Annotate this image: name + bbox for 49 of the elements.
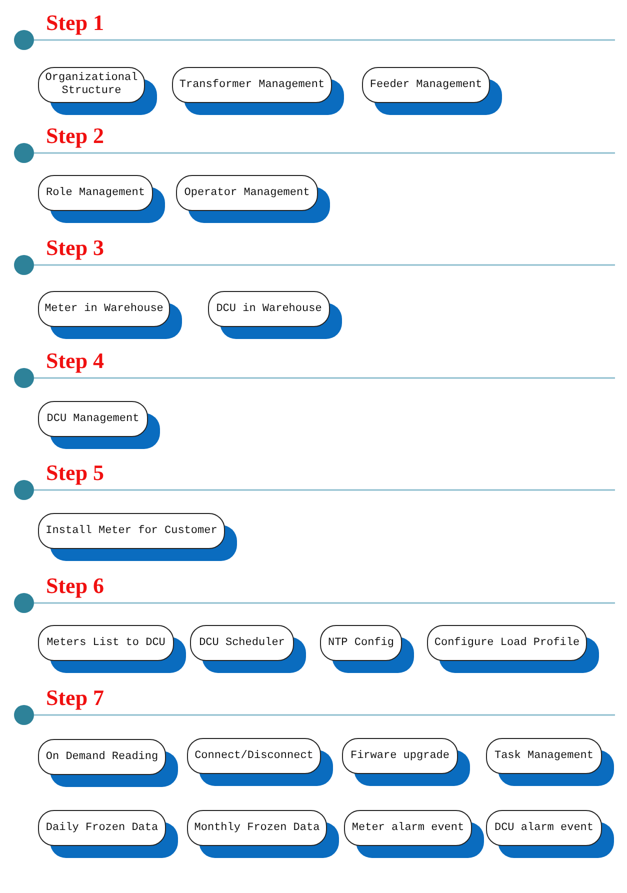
box-label: DCU alarm event bbox=[494, 822, 594, 834]
step-heading: Step 7 bbox=[46, 685, 104, 711]
box-label: Feeder Management bbox=[370, 78, 482, 92]
process-box bbox=[320, 625, 414, 673]
process-box bbox=[38, 810, 178, 858]
box-label: Install Meter for Customer bbox=[46, 524, 218, 538]
box-label: Meter alarm event bbox=[352, 822, 464, 834]
process-box bbox=[190, 625, 306, 673]
box-label: DCU Scheduler bbox=[199, 636, 285, 650]
step-heading: Step 2 bbox=[46, 123, 104, 149]
process-box bbox=[38, 175, 165, 223]
box-label: DCU Management bbox=[46, 412, 140, 426]
process-box bbox=[344, 810, 484, 858]
step-heading: Step 1 bbox=[46, 10, 104, 36]
box-label: Configure Load Profile bbox=[434, 636, 580, 650]
box-label: Organizational Structure bbox=[44, 72, 139, 98]
box-label: Role Management bbox=[46, 186, 146, 200]
step-heading: Step 4 bbox=[46, 348, 104, 374]
process-box bbox=[486, 738, 614, 786]
box-label: Firware upgrade bbox=[350, 750, 450, 762]
box-label: Meter in Warehouse bbox=[44, 302, 164, 316]
process-box bbox=[486, 810, 614, 858]
process-box bbox=[187, 810, 339, 858]
process-box bbox=[38, 291, 182, 339]
box-label: DCU in Warehouse bbox=[216, 302, 322, 316]
process-box bbox=[187, 738, 333, 786]
box-label: Operator Management bbox=[184, 186, 310, 200]
process-box bbox=[38, 67, 157, 115]
step-heading: Step 6 bbox=[46, 573, 104, 599]
process-box bbox=[342, 738, 470, 786]
process-box bbox=[38, 625, 186, 673]
process-box bbox=[38, 401, 160, 449]
box-label: NTP Config bbox=[328, 636, 394, 650]
process-box bbox=[208, 291, 342, 339]
process-box bbox=[38, 513, 237, 561]
box-label: Transformer Management bbox=[179, 78, 325, 92]
box-label: Meters List to DCU bbox=[46, 636, 166, 650]
process-box bbox=[38, 739, 178, 787]
step-heading: Step 3 bbox=[46, 235, 104, 261]
box-label: Monthly Frozen Data bbox=[194, 822, 320, 834]
box-label: Task Management bbox=[494, 750, 594, 762]
process-box bbox=[176, 175, 330, 223]
box-label: Daily Frozen Data bbox=[46, 822, 158, 834]
box-label: Connect/Disconnect bbox=[194, 750, 314, 762]
process-box bbox=[427, 625, 599, 673]
step-heading: Step 5 bbox=[46, 460, 104, 486]
box-label: On Demand Reading bbox=[46, 750, 158, 764]
process-box bbox=[362, 67, 502, 115]
process-box bbox=[172, 67, 344, 115]
